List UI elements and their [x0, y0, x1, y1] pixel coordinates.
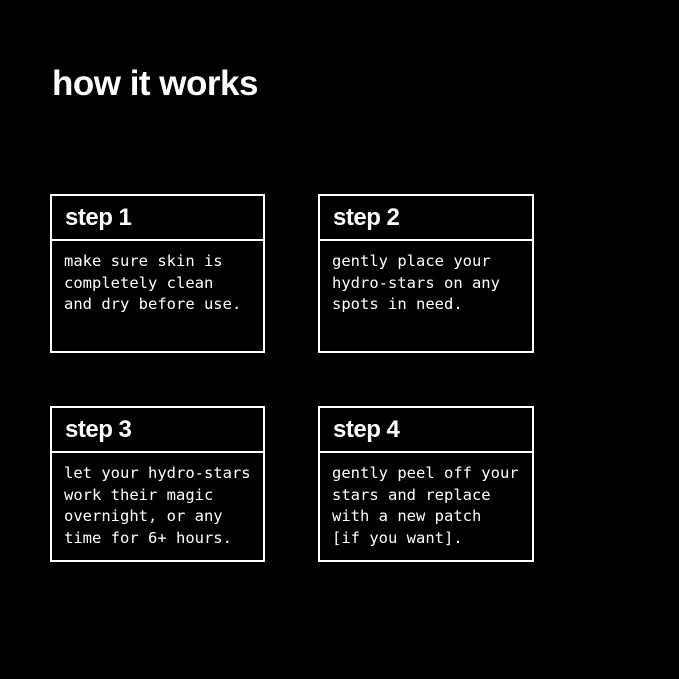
step-1-label: step 1 [65, 203, 132, 231]
step-2-label: step 2 [333, 203, 400, 231]
steps-grid: step 1 make sure skin is completely clea… [50, 194, 534, 562]
step-card-1-header: step 1 [52, 196, 263, 241]
step-4-description: gently peel off your stars and replace w… [332, 464, 519, 547]
step-card-2: step 2 gently place your hydro-stars on … [318, 194, 534, 353]
step-1-description: make sure skin is completely clean and d… [64, 252, 242, 313]
step-card-4: step 4 gently peel off your stars and re… [318, 406, 534, 562]
step-card-3: step 3 let your hydro-stars work their m… [50, 406, 265, 562]
step-3-label: step 3 [65, 415, 132, 443]
page-title: how it works [52, 64, 258, 103]
step-4-label: step 4 [333, 415, 400, 443]
step-2-description: gently place your hydro-stars on any spo… [332, 252, 500, 313]
step-card-4-header: step 4 [320, 408, 532, 453]
step-card-3-header: step 3 [52, 408, 263, 453]
step-card-2-header: step 2 [320, 196, 532, 241]
step-3-description: let your hydro-stars work their magic ov… [64, 464, 251, 547]
step-card-1: step 1 make sure skin is completely clea… [50, 194, 265, 353]
